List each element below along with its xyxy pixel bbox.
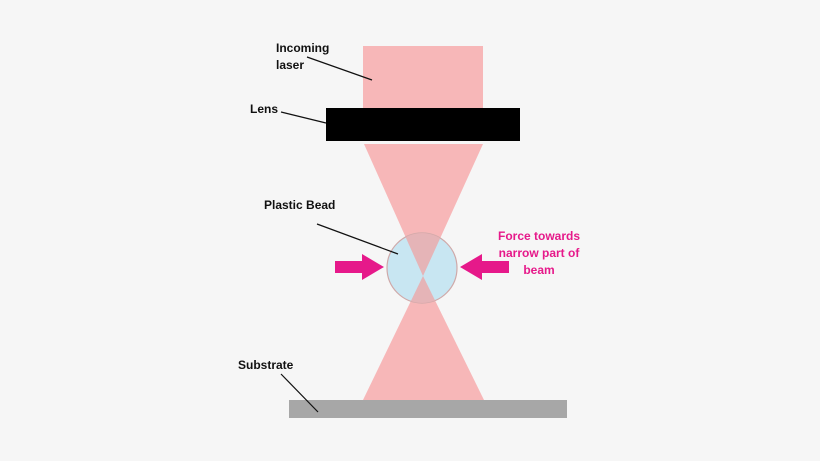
diverging-beam (363, 276, 484, 400)
converging-beam (364, 144, 483, 276)
lens (326, 108, 520, 141)
plastic-bead-leader (316, 223, 399, 255)
plastic-bead-label: Plastic Bead (264, 198, 336, 212)
incoming-laser-label: Incoming laser (276, 41, 330, 72)
force-arrow-right (460, 254, 509, 280)
lens-leader (280, 111, 327, 124)
force-label: Force towards narrow part of beam (497, 229, 581, 277)
substrate-label: Substrate (238, 358, 294, 372)
lens-label: Lens (250, 102, 279, 116)
incoming-laser-leader (306, 56, 373, 81)
substrate (289, 400, 567, 418)
force-arrow-left (335, 254, 384, 280)
incoming-laser-beam (363, 46, 483, 108)
substrate-leader (280, 373, 319, 413)
